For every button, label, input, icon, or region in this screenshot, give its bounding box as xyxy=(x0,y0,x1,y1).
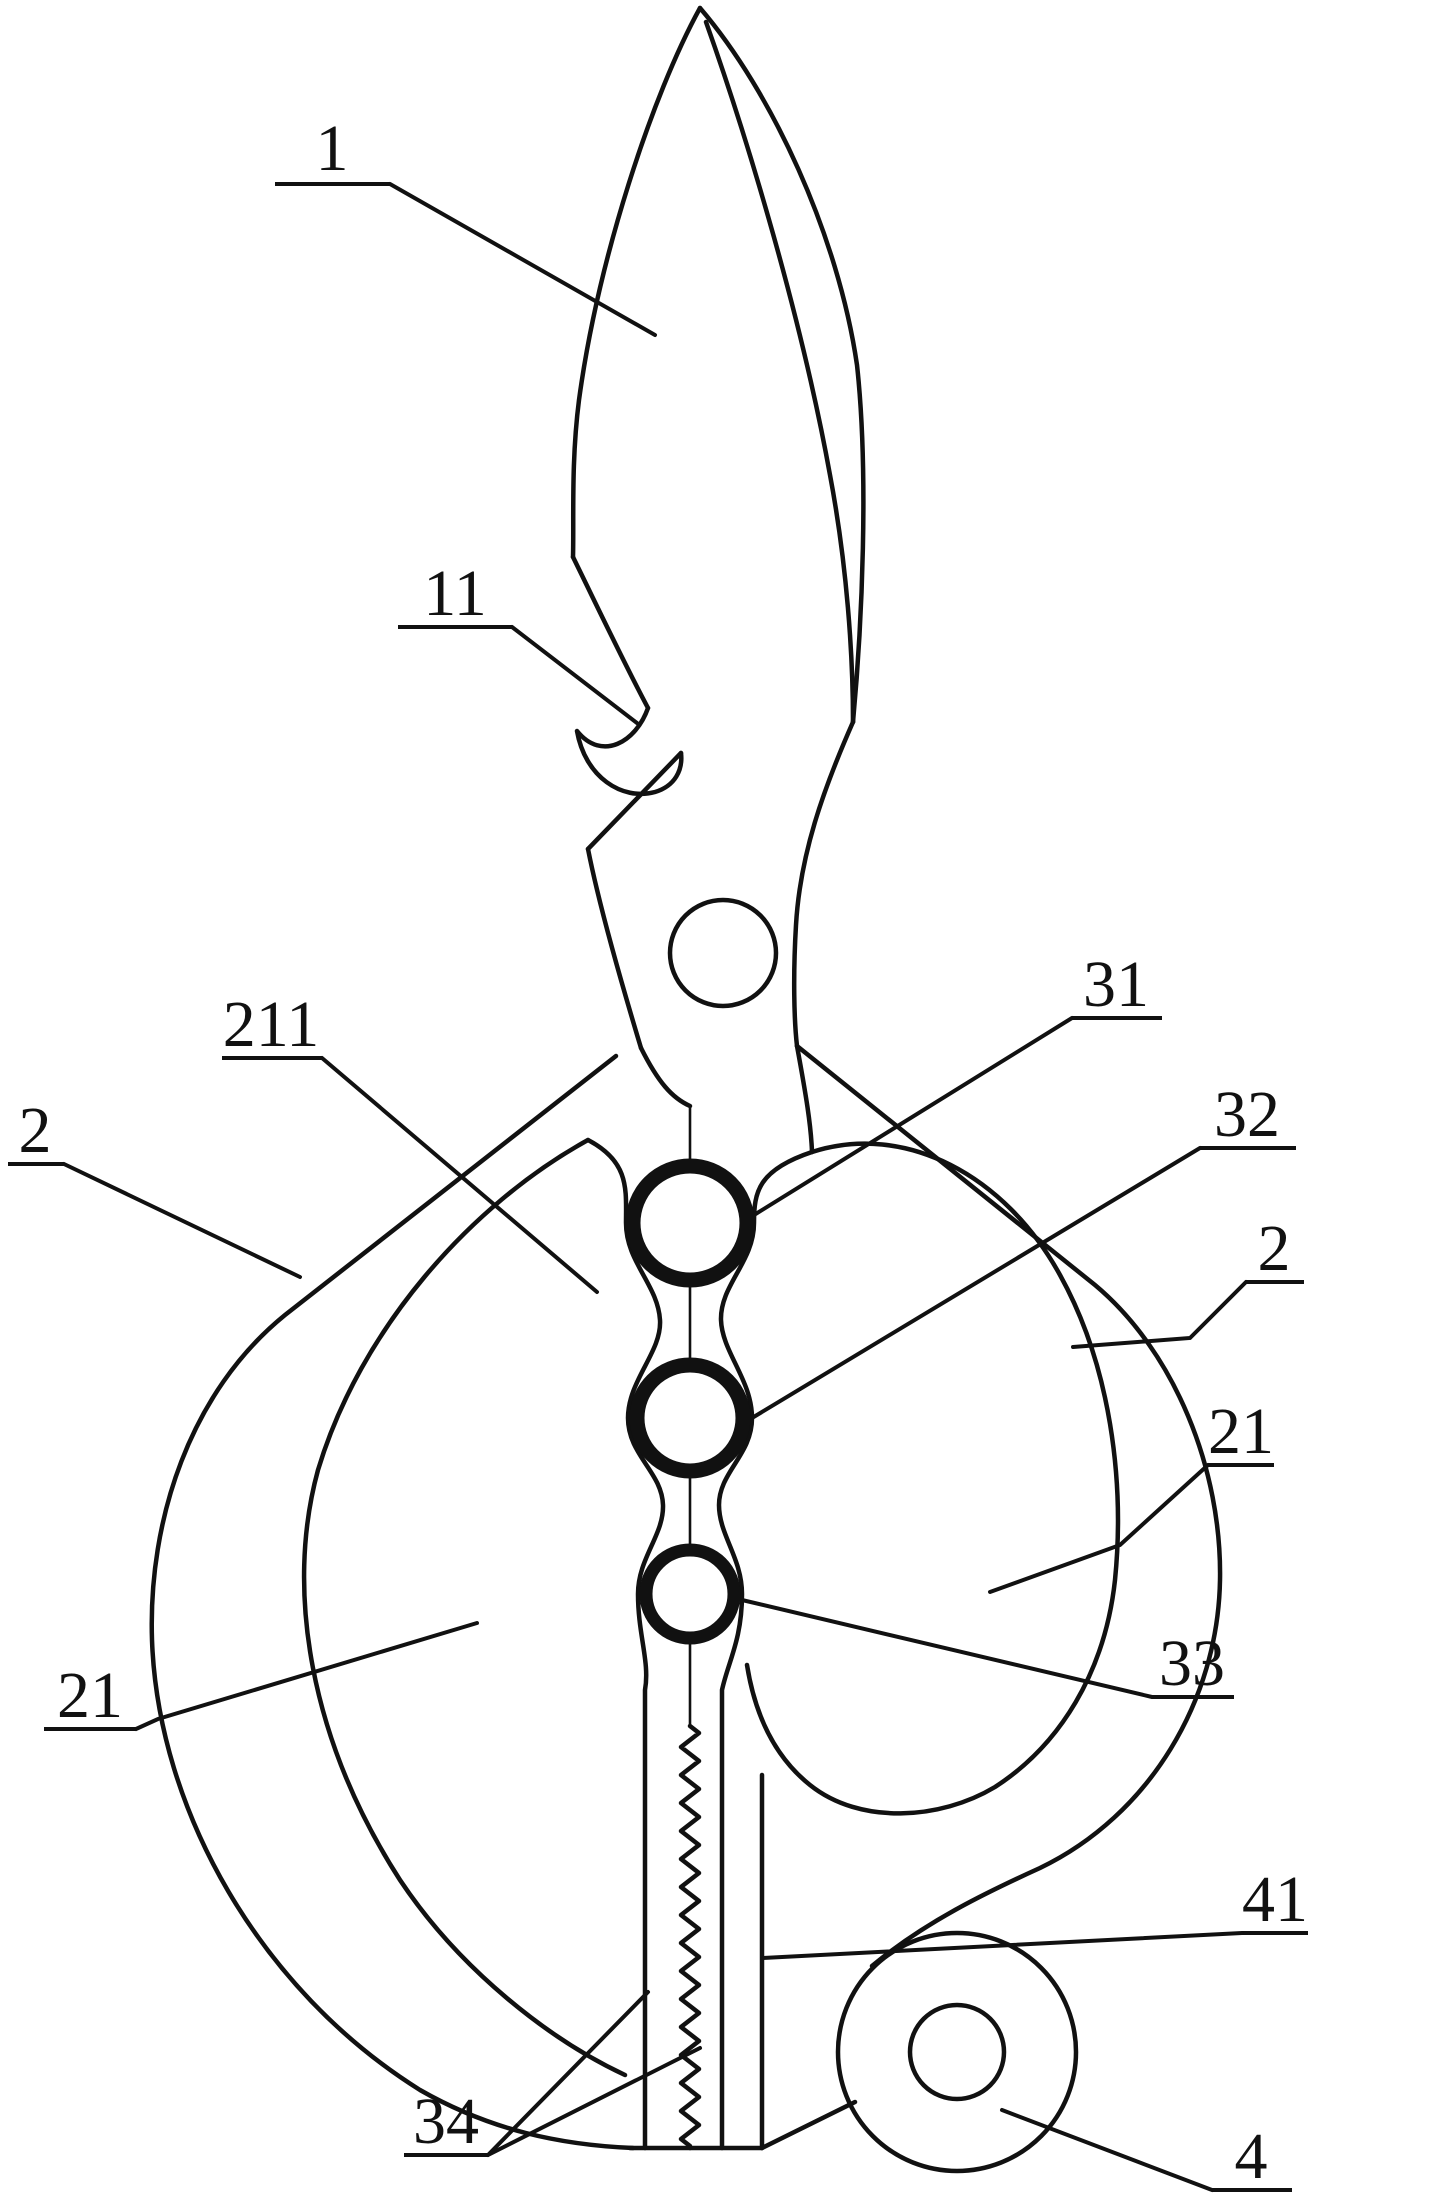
ref-label-21L: 21 xyxy=(57,1659,123,1732)
ref-leader-34 xyxy=(486,1990,650,2157)
ref-label-group-211: 211 xyxy=(222,988,599,1294)
ref-label-group-11: 11 xyxy=(398,557,639,725)
ref-label-33: 33 xyxy=(1159,1627,1225,1700)
ref-label-group-1: 1 xyxy=(275,112,657,337)
ref-label-1: 1 xyxy=(316,112,349,185)
ref-leader-33 xyxy=(740,1598,1154,1699)
neck-left-arc xyxy=(638,1045,693,1109)
ref-label-group-21L: 21 xyxy=(44,1621,479,1732)
blade-notch-upper-edge xyxy=(570,554,651,711)
ref-leader-2L xyxy=(62,1162,302,1279)
serrated-rod xyxy=(678,1723,702,2151)
blade-hook-curl xyxy=(574,705,684,797)
ref-label-11: 11 xyxy=(423,557,487,630)
column-left-wall xyxy=(585,1137,666,2151)
ref-leader-34b xyxy=(486,2046,702,2157)
roller xyxy=(835,1930,1079,2174)
right-handle-outer-edge xyxy=(794,1043,1223,1969)
ref-label-32: 32 xyxy=(1214,1078,1280,1151)
ref-leader-41 xyxy=(761,1931,1244,1960)
ref-label-group-4: 4 xyxy=(1000,2108,1292,2193)
finger-rings xyxy=(625,1158,755,1645)
ref-label-group-41: 41 xyxy=(761,1863,1308,1960)
ref-leader-21L xyxy=(134,1621,479,1731)
blade-hook-lower-edge xyxy=(585,750,684,852)
ref-leader-11 xyxy=(510,625,639,725)
ref-leader-4 xyxy=(1000,2108,1214,2192)
ref-label-211: 211 xyxy=(223,988,320,1061)
ref-label-31: 31 xyxy=(1083,948,1149,1021)
ref-label-4: 4 xyxy=(1235,2120,1268,2193)
roller-outer xyxy=(835,1930,1079,2174)
ref-leader-2R xyxy=(1071,1280,1248,1349)
ref-leader-31 xyxy=(752,1016,1074,1217)
ref-label-group-2L: 2 xyxy=(8,1094,302,1279)
column-right-wall xyxy=(716,1149,815,2151)
ref-label-group-31: 31 xyxy=(752,948,1162,1217)
ref-label-2L: 2 xyxy=(19,1094,52,1167)
ref-label-21R: 21 xyxy=(1208,1395,1274,1468)
ref-leader-32 xyxy=(750,1146,1202,1420)
blade-neck-left-edge xyxy=(585,846,644,1051)
ref-label-group-34: 34 xyxy=(404,1990,650,2158)
bracket-foot xyxy=(759,2099,858,2151)
ref-label-group-2R: 2 xyxy=(1071,1212,1304,1349)
finger-ring-31 xyxy=(625,1158,755,1288)
roller-inner xyxy=(907,2002,1007,2102)
ref-label-group-33: 33 xyxy=(740,1598,1234,1700)
ref-label-group-34b xyxy=(486,2046,702,2157)
blade-right-lower-edge xyxy=(791,719,856,1049)
ref-label-34: 34 xyxy=(413,2085,479,2158)
blade-right-edge xyxy=(697,5,866,725)
ref-leader-21R xyxy=(988,1463,1210,1594)
finger-ring-33 xyxy=(639,1543,741,1645)
left-handle-inner-edge xyxy=(301,1137,628,2078)
blade-inner-line xyxy=(703,19,856,725)
ref-label-2R: 2 xyxy=(1258,1212,1291,1285)
right-handle-inner-edge xyxy=(744,1141,1121,1816)
finger-ring-32 xyxy=(629,1357,751,1479)
ref-label-group-21R: 21 xyxy=(988,1395,1274,1594)
ref-label-group-32: 32 xyxy=(750,1078,1296,1420)
ref-leader-211 xyxy=(320,1056,599,1294)
left-handle-outer-edge xyxy=(149,1053,636,2151)
pivot-hole xyxy=(667,897,779,1009)
blade-left-edge xyxy=(570,5,703,560)
ref-leader-1 xyxy=(388,182,657,337)
ref-label-41: 41 xyxy=(1242,1863,1308,1936)
neck-right-arc xyxy=(794,1043,815,1155)
